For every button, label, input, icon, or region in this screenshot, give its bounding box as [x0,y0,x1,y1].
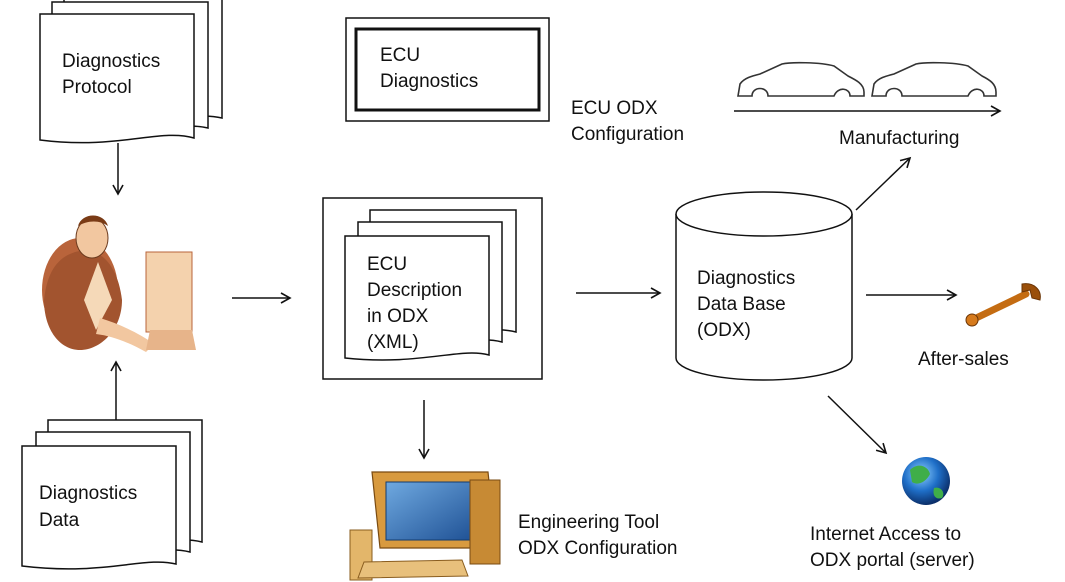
doc-page-front [39,13,195,144]
database-line1: Diagnostics [697,268,796,289]
internet-access-line2: ODX portal (server) [810,550,975,571]
ecu-diagnostics-line1: ECU [380,45,421,66]
ecu-description-frame [322,197,543,380]
ecu-diagnostics-box [345,17,550,122]
protocol-doc-line2: Protocol [62,77,132,98]
ecu-description-line2: Description [367,280,463,301]
ecu-description-line3: in ODX [367,306,429,327]
data-doc-line2: Data [39,510,80,531]
data-document-stack [21,419,203,570]
internet-access-line1: Internet Access to [810,524,962,545]
engineering-tool-line2: ODX Configuration [518,538,678,559]
ecu-diagnostics-line2: Diagnostics [380,71,479,92]
database-cylinder-icon [675,191,853,381]
doc-page-front [344,235,490,361]
arrow-database-to-manufacturing [855,156,912,211]
protocol-doc-line1: Diagnostics [62,51,161,72]
car-silhouette-icon [737,61,997,97]
doc-page-front [21,445,177,570]
manufacturing-label: Manufacturing [839,128,960,149]
engineering-tool-line1: Engineering Tool [518,512,660,533]
database-line2: Data Base [697,294,786,315]
after-sales-label: After-sales [918,349,1009,370]
protocol-document-stack [39,0,223,144]
ecu-odx-config-line1: ECU ODX [571,98,658,119]
data-doc-line1: Diagnostics [39,483,138,504]
globe-icon [902,457,950,505]
database-line3: (ODX) [697,320,751,341]
wrench-icon [965,283,1041,327]
flow-arrows [110,105,1002,460]
ecu-odx-config-line2: Configuration [571,124,685,145]
engineer-person-icon [42,215,196,352]
ecu-description-line1: ECU [367,254,408,275]
ecu-description-line4: (XML) [367,332,419,353]
computer-workstation-icon [349,471,501,581]
arrow-database-to-internet [827,395,888,455]
